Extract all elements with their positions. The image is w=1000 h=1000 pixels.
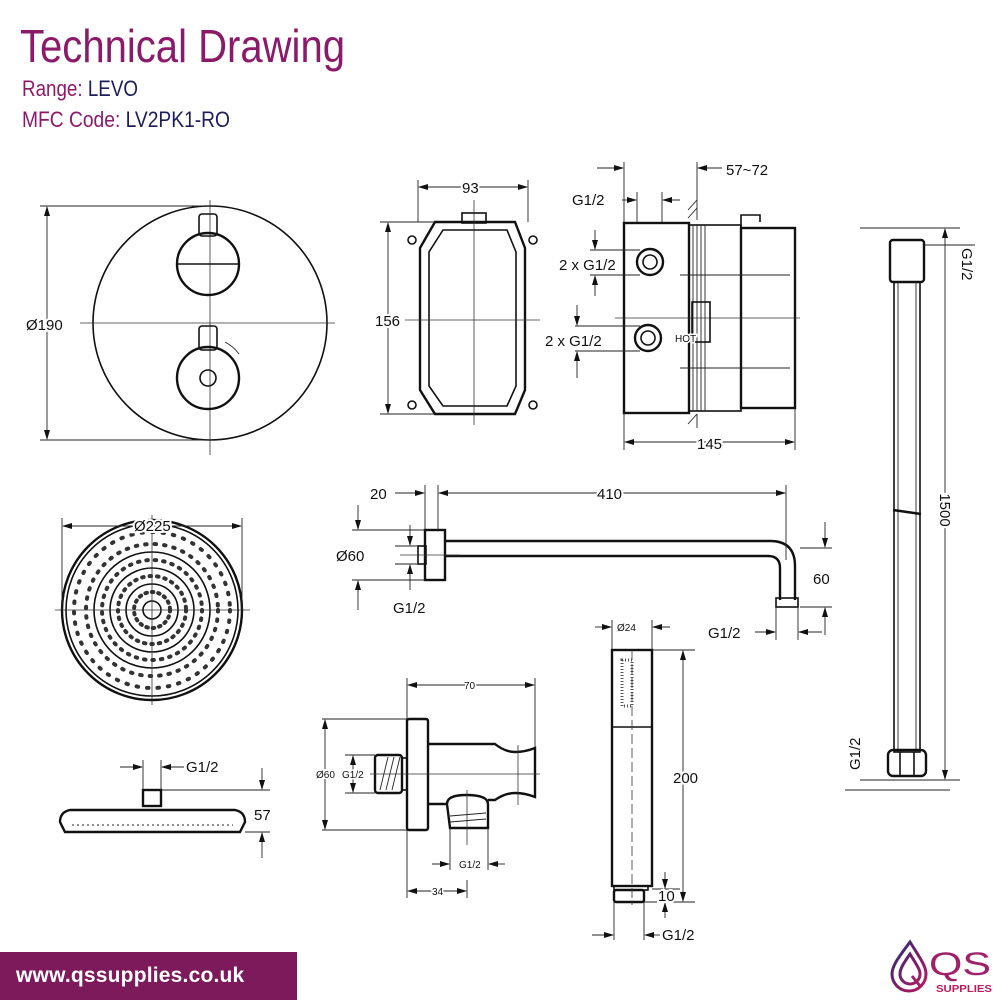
hand-shower-length: 200: [673, 770, 698, 787]
logo-subtitle: SUPPLIES: [936, 984, 992, 995]
arm-flange-depth: 20: [370, 486, 387, 503]
valve-box-width: 93: [462, 180, 479, 197]
outlet-flange-diameter: Ø60: [316, 770, 335, 781]
valve-outlets-top: 2 x G1/2: [559, 257, 616, 274]
valve-inlet-thread: G1/2: [572, 192, 605, 209]
arm-wall-thread: G1/2: [393, 600, 426, 617]
valve-plate-diameter: Ø190: [26, 317, 63, 334]
arm-head-thread: G1/2: [708, 625, 741, 642]
outlet-width: 70: [464, 681, 476, 692]
code-value: LV2PK1-RO: [126, 107, 230, 132]
valve-body-side-drawing: HOT 57~72 G1/2 2 x G1/2 2 x G1/2 145: [543, 160, 800, 455]
hose-length: 1500: [936, 493, 953, 526]
range-value: LEVO: [88, 76, 138, 101]
hot-marker: HOT: [675, 334, 696, 345]
hose-top-thread: G1/2: [958, 248, 975, 281]
shower-head-side-drawing: G1/2 57: [58, 757, 273, 858]
page-title: Technical Drawing: [20, 20, 345, 72]
shower-head-height: 57: [254, 807, 271, 824]
valve-outlets-bottom: 2 x G1/2: [545, 333, 602, 350]
range-label: Range:: [22, 76, 83, 101]
hand-shower-thread: G1/2: [662, 927, 695, 944]
hand-shower-diameter: Ø24: [617, 623, 636, 634]
code-label: MFC Code:: [22, 107, 120, 132]
hand-shower-drawing: Ø24 200 10 G1/2: [592, 620, 700, 946]
valve-box-front-drawing: 93 156: [373, 178, 540, 425]
footer-url-banner: www.qssupplies.co.uk: [0, 952, 297, 1000]
shower-head-front-drawing: Ø225: [55, 515, 250, 705]
arm-drop: 60: [813, 571, 830, 588]
hose-drawing: 1500 G1/2 G1/2: [845, 227, 977, 791]
outlet-inlet-thread: G1/2: [342, 770, 364, 781]
valve-depth: 57~72: [726, 162, 768, 179]
arm-length: 410: [597, 486, 622, 503]
shower-head-thread: G1/2: [186, 759, 219, 776]
website-link[interactable]: www.qssupplies.co.uk: [16, 964, 245, 987]
outlet-hose-thread: G1/2: [459, 860, 481, 871]
water-drop-icon: [890, 939, 928, 993]
valve-width: 145: [697, 436, 722, 453]
shower-head-diameter: Ø225: [134, 518, 171, 535]
valve-plate-drawing: Ø190: [24, 200, 335, 455]
hose-bottom-thread: G1/2: [847, 737, 864, 770]
arm-flange-diameter: Ø60: [336, 548, 364, 565]
outlet-offset: 34: [432, 887, 444, 898]
hand-shower-thread-length: 10: [658, 888, 675, 905]
wall-outlet-drawing: 70 Ø60 G1/2 G1/2 34: [315, 678, 540, 900]
qs-supplies-logo: QS SUPPLIES: [890, 939, 992, 995]
logo-name: QS: [929, 946, 991, 982]
range-line: Range: LEVO: [22, 76, 138, 101]
valve-box-height: 156: [375, 313, 400, 330]
shower-arm-drawing: 20 410 Ø60 G1/2 60 G1/2: [334, 484, 832, 644]
header: Technical Drawing Range: LEVO MFC Code: …: [20, 20, 345, 132]
code-line: MFC Code: LV2PK1-RO: [22, 107, 230, 132]
